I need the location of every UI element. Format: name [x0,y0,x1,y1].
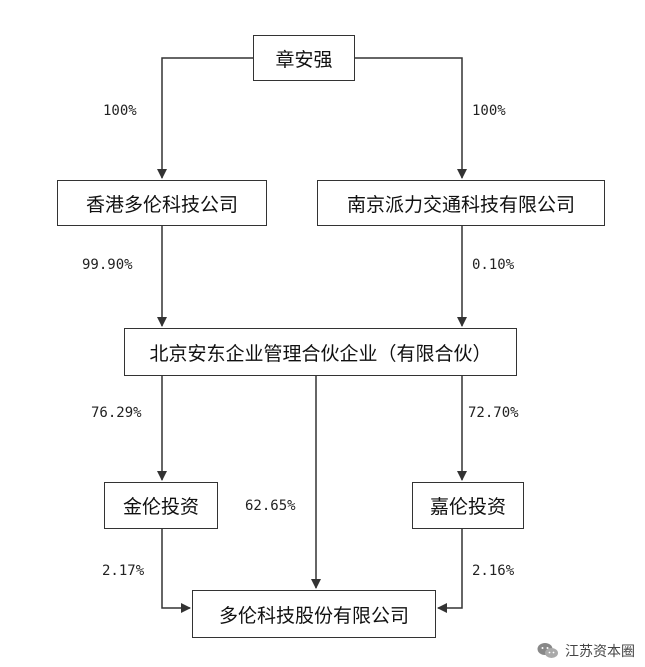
pct-zhang-nanjing: 100% [472,103,506,119]
edge-jialun-duolun [437,529,463,613]
edge-zhang-hk [157,57,253,179]
wechat-icon [537,643,558,658]
node-jialun: 嘉伦投资 [412,482,524,529]
edge-jinlun-duolun [161,529,191,613]
pct-jinlun-duolun: 2.17% [102,563,145,579]
pct-beijing-duolun: 62.65% [245,498,296,514]
watermark-text: 江苏资本圈 [565,644,635,660]
pct-beijing-jialun: 72.70% [468,405,519,421]
pct-beijing-jinlun: 76.29% [91,405,142,421]
pct-jialun-duolun: 2.16% [472,563,515,579]
node-nanjing-paili: 南京派力交通科技有限公司 [317,180,605,226]
node-duolun-tech: 多伦科技股份有限公司 [192,590,436,638]
node-zhang-anqiang: 章安强 [253,35,355,81]
node-beijing-andong: 北京安东企业管理合伙企业（有限合伙） [124,328,517,376]
node-jinlun: 金伦投资 [104,482,218,529]
watermark: 江苏资本圈 [537,641,635,661]
node-hk-duolun: 香港多伦科技公司 [57,180,267,226]
pct-zhang-hk: 100% [103,103,137,119]
pct-nanjing-beijing: 0.10% [472,257,515,273]
pct-hk-beijing: 99.90% [82,257,133,273]
edge-zhang-nanjing [355,57,467,179]
